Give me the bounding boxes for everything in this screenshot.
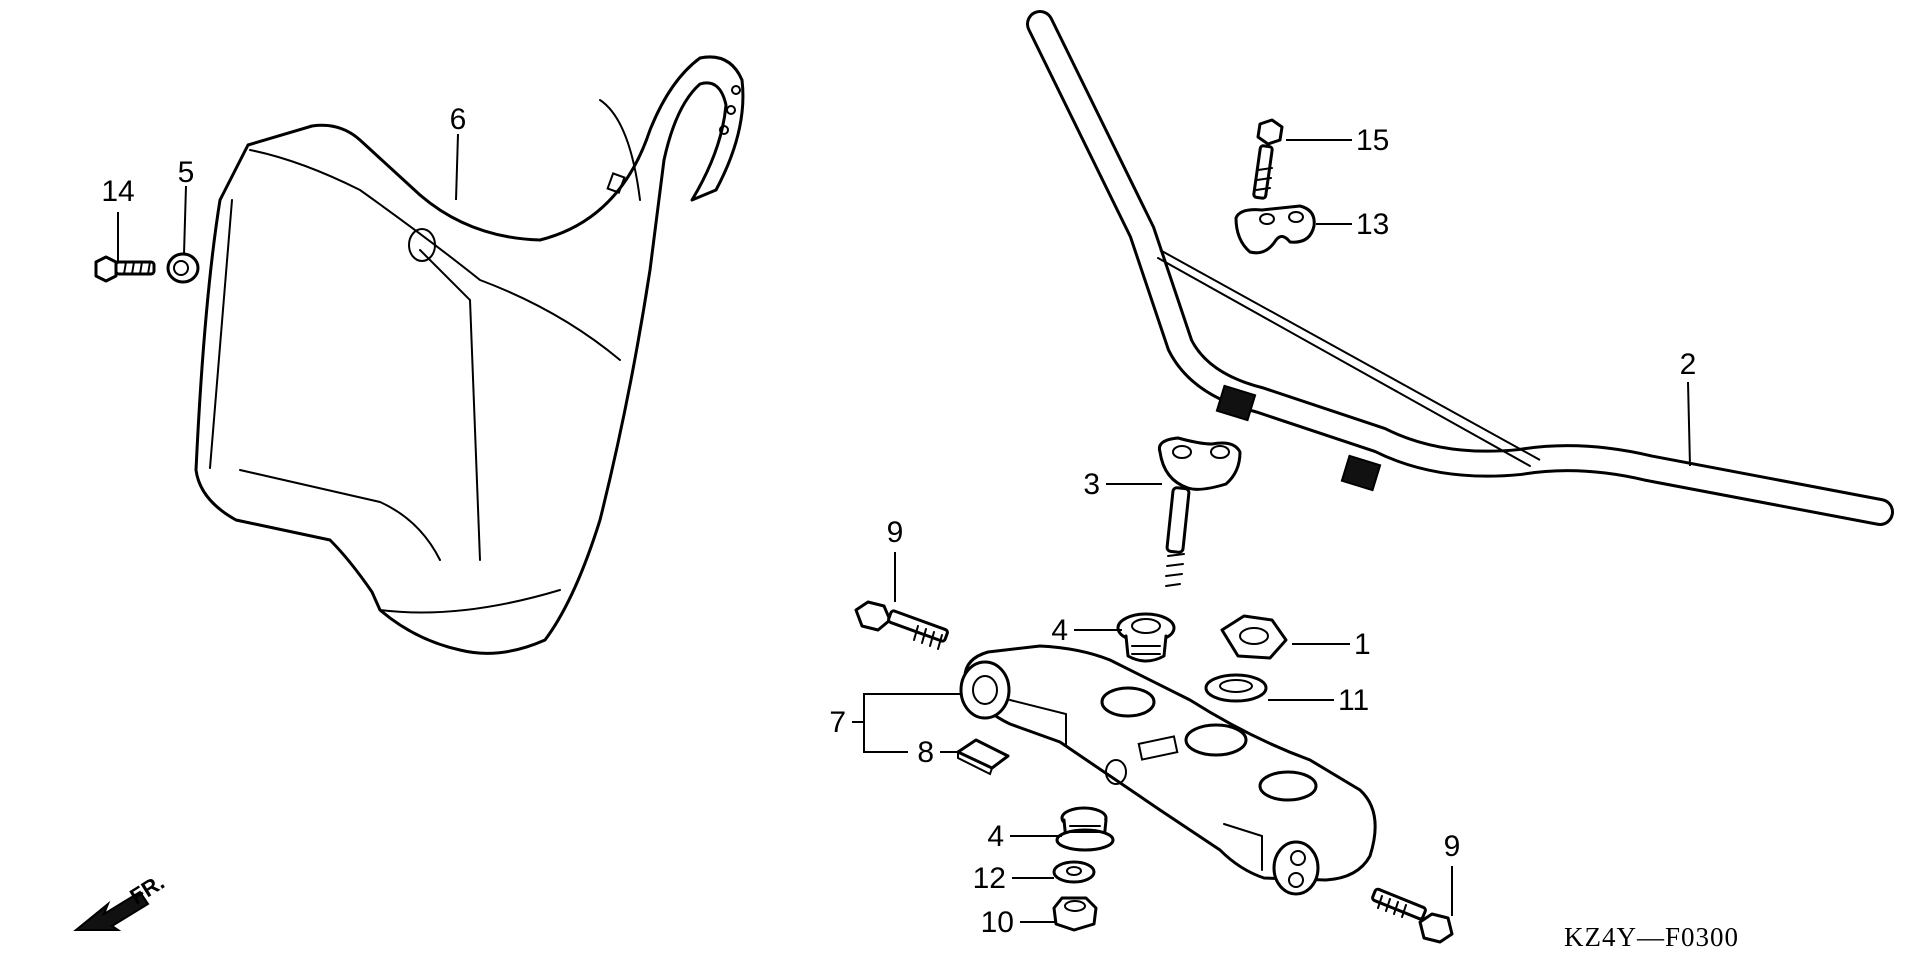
callout-14: 14 bbox=[101, 175, 134, 208]
top-bridge bbox=[959, 644, 1377, 896]
washer-12 bbox=[1052, 860, 1096, 884]
nut-10 bbox=[1052, 896, 1098, 932]
callout-2: 2 bbox=[1680, 348, 1697, 381]
callout-4-lower: 4 bbox=[987, 820, 1004, 853]
plate-8 bbox=[956, 738, 1010, 776]
bolt-9-lower bbox=[1371, 887, 1454, 944]
handlebar-holder-lower bbox=[1157, 436, 1242, 587]
callout-7: 6 bbox=[450, 103, 467, 136]
callout-8: 8 bbox=[917, 736, 934, 769]
bushing-upper bbox=[1116, 612, 1176, 663]
callout-9-lower: 9 bbox=[1444, 830, 1461, 863]
bolt-15 bbox=[1252, 118, 1284, 200]
nut-1 bbox=[1220, 614, 1288, 660]
callout-4-upper: 4 bbox=[1051, 614, 1068, 647]
callout-15: 15 bbox=[1356, 124, 1389, 157]
callout-13: 13 bbox=[1356, 208, 1389, 241]
number-plate bbox=[194, 55, 745, 655]
callout-11: 11 bbox=[1338, 684, 1369, 717]
washer-11 bbox=[1204, 673, 1268, 703]
front-direction-arrow: FR. bbox=[73, 869, 169, 931]
bolt-14 bbox=[94, 255, 156, 283]
callout-10: 10 bbox=[981, 906, 1014, 939]
bushing-lower bbox=[1055, 806, 1115, 852]
callout-labels: 6 14 5 15 13 2 3 4 1 11 9 7 8 4 12 10 9 bbox=[101, 103, 1696, 939]
leader-lines bbox=[117, 133, 1691, 923]
callout-6: 5 bbox=[178, 156, 195, 189]
bolt-9-upper bbox=[854, 600, 949, 650]
handlebar-holder-upper bbox=[1234, 204, 1316, 255]
callout-9-upper: 9 bbox=[887, 516, 904, 549]
grommet-6 bbox=[166, 252, 200, 284]
callout-12: 12 bbox=[973, 862, 1006, 895]
callout-5: 7 bbox=[829, 706, 846, 739]
callout-1: 1 bbox=[1354, 628, 1371, 661]
diagram-code: KZ4Y—F0300 bbox=[1564, 922, 1739, 952]
handlebar bbox=[1026, 10, 1894, 526]
callout-3: 3 bbox=[1083, 468, 1100, 501]
